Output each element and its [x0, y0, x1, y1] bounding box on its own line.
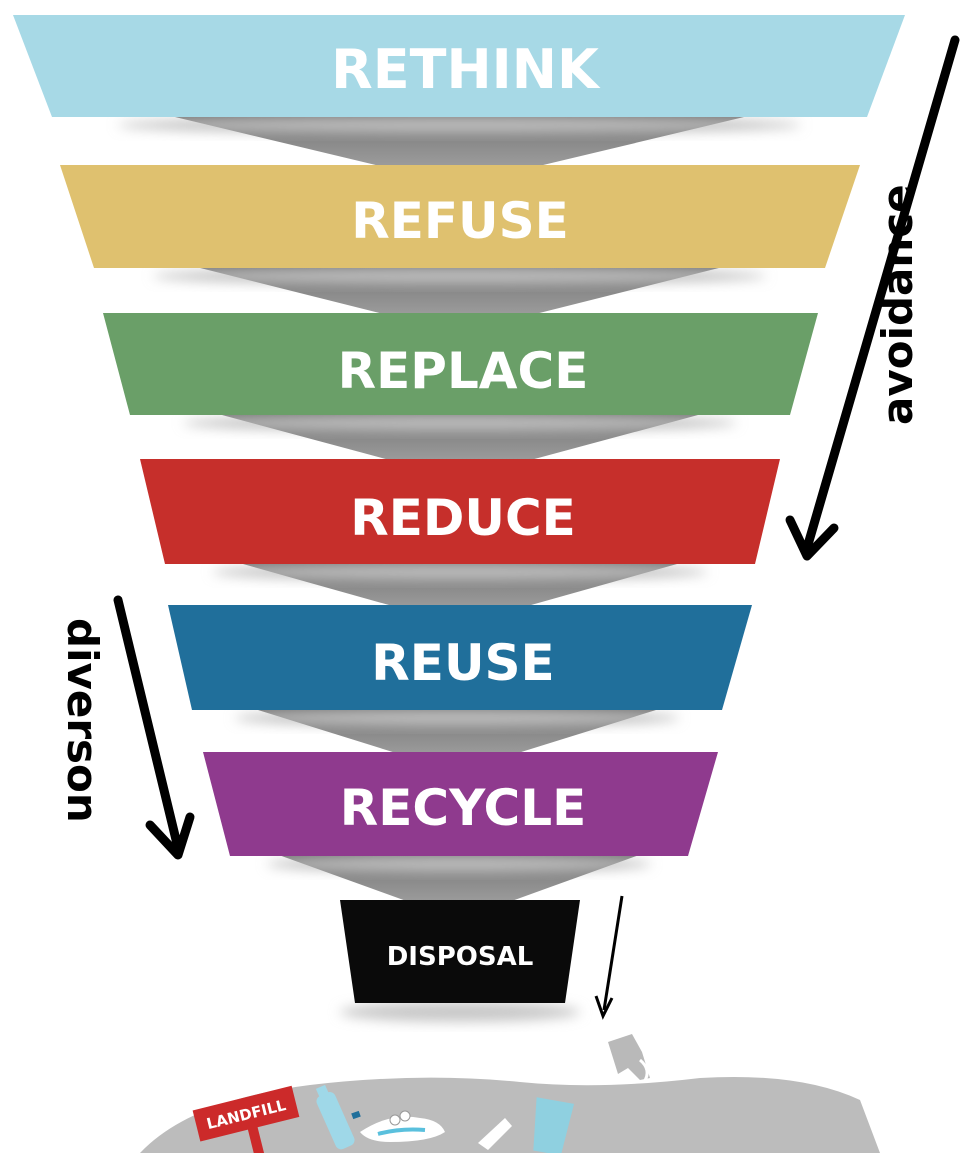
band-label-refuse: REFUSE — [351, 192, 569, 250]
band-label-reduce: REDUCE — [350, 489, 576, 547]
connector-reuse — [258, 710, 656, 772]
connector-recycle — [281, 856, 637, 920]
band-replace — [103, 313, 818, 415]
connector-refuse — [200, 268, 719, 333]
bottle-icon — [315, 1084, 355, 1150]
landfill-scene: LANDFILL — [140, 1076, 880, 1153]
funnel-connectors — [175, 117, 744, 920]
band-shadow — [117, 117, 802, 133]
shoe-icon — [360, 1110, 445, 1142]
band-label-reuse: REUSE — [371, 634, 554, 692]
band-shadow — [182, 415, 738, 431]
connector-reduce — [243, 564, 677, 625]
hierarchy-bands: RETHINK REFUSE REPLACE REDUCE REUSE RECYCLE — [13, 15, 905, 872]
band-label-recycle: RECYCLE — [340, 779, 586, 837]
band-shadow — [234, 710, 680, 726]
connector-rethink — [175, 117, 744, 185]
band-label-replace: REPLACE — [338, 342, 589, 400]
connector-replace — [222, 415, 698, 479]
band-recycle — [203, 752, 718, 856]
avoidance-arrow: avoidance — [785, 35, 960, 561]
avoidance-label: avoidance — [873, 184, 922, 425]
band-shadow — [152, 268, 767, 284]
falling-trash-icon — [608, 1034, 650, 1083]
band-shadow — [212, 564, 708, 580]
diversion-label: diverson — [58, 618, 107, 823]
diversion-arrow: diverson — [58, 595, 195, 860]
disposal-block: DISPOSAL — [340, 900, 580, 1022]
debris-icon — [351, 1110, 512, 1150]
band-reduce — [140, 459, 780, 564]
disposal-label: DISPOSAL — [387, 942, 534, 972]
band-rethink — [13, 15, 905, 117]
band-shadow — [266, 856, 652, 872]
band-refuse — [60, 165, 860, 268]
band-label-rethink: RETHINK — [331, 38, 601, 101]
band-reuse — [168, 605, 752, 710]
cup-icon — [533, 1097, 575, 1153]
disposal-arrow — [594, 895, 624, 1020]
